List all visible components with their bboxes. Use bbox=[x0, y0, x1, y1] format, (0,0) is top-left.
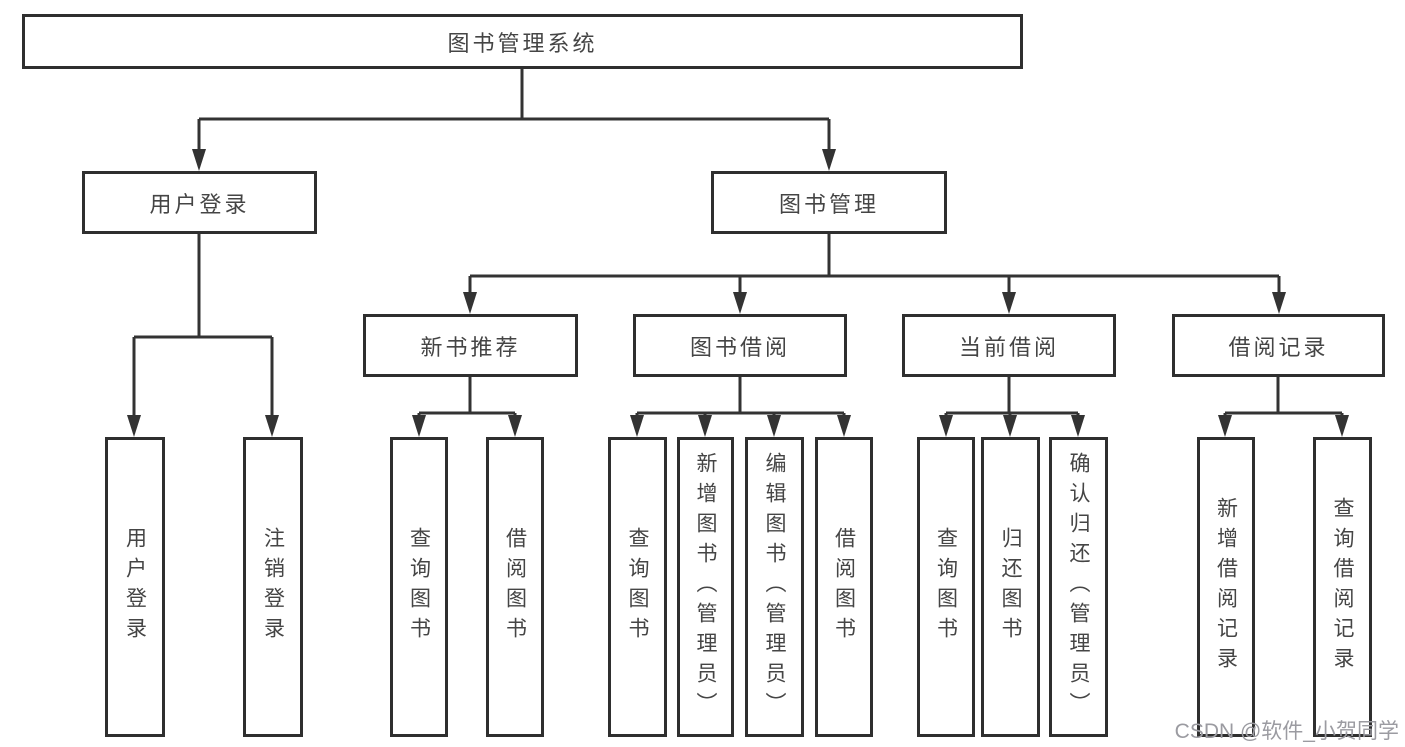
leaf-query-books-current-label: 查询图书 bbox=[934, 527, 958, 647]
leaf-add-books-admin-label: 新增图书（管理员） bbox=[694, 452, 718, 722]
arrowheads bbox=[127, 149, 1349, 437]
leaf-borrow-books-recommend: 借阅图书 bbox=[486, 437, 544, 737]
arrowhead bbox=[463, 292, 477, 314]
arrowhead bbox=[837, 415, 851, 437]
leaf-borrow-books: 借阅图书 bbox=[815, 437, 873, 737]
arrowhead bbox=[1003, 415, 1017, 437]
csdn-watermark: CSDN @软件_小贺同学 bbox=[1174, 720, 1399, 743]
leaf-return-books: 归还图书 bbox=[981, 437, 1040, 737]
arrowhead bbox=[698, 415, 712, 437]
leaf-edit-books-admin-label: 编辑图书（管理员） bbox=[763, 452, 787, 722]
node-new-book-recommend: 新书推荐 bbox=[363, 314, 578, 377]
leaf-edit-books-admin: 编辑图书（管理员） bbox=[745, 437, 804, 737]
leaf-query-borrow-record-label: 查询借阅记录 bbox=[1331, 497, 1355, 677]
leaf-logout-label: 注销登录 bbox=[261, 527, 285, 647]
leaf-confirm-return-admin-label: 确认归还（管理员） bbox=[1067, 452, 1091, 722]
leaf-confirm-return-admin: 确认归还（管理员） bbox=[1049, 437, 1108, 737]
leaf-query-books-borrow-label: 查询图书 bbox=[626, 527, 650, 647]
arrowhead bbox=[1335, 415, 1349, 437]
leaf-add-books-admin: 新增图书（管理员） bbox=[677, 437, 734, 737]
leaf-query-borrow-record: 查询借阅记录 bbox=[1313, 437, 1372, 737]
node-book-management: 图书管理 bbox=[711, 171, 947, 234]
leaf-user-login-label: 用户登录 bbox=[123, 527, 147, 647]
node-book-borrow-label: 图书借阅 bbox=[689, 334, 790, 360]
arrowhead bbox=[822, 149, 836, 171]
arrowhead bbox=[1002, 292, 1016, 314]
arrowhead bbox=[192, 149, 206, 171]
node-user-login-label: 用户登录 bbox=[149, 191, 250, 217]
leaf-logout: 注销登录 bbox=[243, 437, 303, 737]
arrowhead bbox=[265, 415, 279, 437]
leaf-return-books-label: 归还图书 bbox=[999, 527, 1023, 647]
arrowhead bbox=[127, 415, 141, 437]
node-current-borrow-label: 当前借阅 bbox=[958, 334, 1059, 360]
node-borrow-record: 借阅记录 bbox=[1172, 314, 1385, 377]
arrowhead bbox=[630, 415, 644, 437]
arrowhead bbox=[733, 292, 747, 314]
node-book-borrow: 图书借阅 bbox=[633, 314, 847, 377]
node-user-login: 用户登录 bbox=[82, 171, 317, 234]
arrowhead bbox=[939, 415, 953, 437]
node-current-borrow: 当前借阅 bbox=[902, 314, 1116, 377]
leaf-borrow-books-recommend-label: 借阅图书 bbox=[503, 527, 527, 647]
arrowhead bbox=[767, 415, 781, 437]
arrowhead bbox=[1218, 415, 1232, 437]
node-borrow-record-label: 借阅记录 bbox=[1228, 334, 1329, 360]
leaf-query-books-recommend-label: 查询图书 bbox=[407, 527, 431, 647]
node-new-book-recommend-label: 新书推荐 bbox=[420, 334, 521, 360]
leaf-borrow-books-label: 借阅图书 bbox=[832, 527, 856, 647]
node-root-label: 图书管理系统 bbox=[447, 30, 598, 56]
node-book-management-label: 图书管理 bbox=[778, 191, 879, 217]
arrowhead bbox=[1272, 292, 1286, 314]
arrowhead bbox=[412, 415, 426, 437]
leaf-user-login: 用户登录 bbox=[105, 437, 165, 737]
node-root: 图书管理系统 bbox=[22, 14, 1023, 69]
arrowhead bbox=[508, 415, 522, 437]
leaf-query-books-borrow: 查询图书 bbox=[608, 437, 667, 737]
arrowhead bbox=[1071, 415, 1085, 437]
leaf-query-books-current: 查询图书 bbox=[917, 437, 975, 737]
leaf-query-books-recommend: 查询图书 bbox=[390, 437, 448, 737]
leaf-add-borrow-record-label: 新增借阅记录 bbox=[1214, 497, 1238, 677]
leaf-add-borrow-record: 新增借阅记录 bbox=[1197, 437, 1255, 737]
